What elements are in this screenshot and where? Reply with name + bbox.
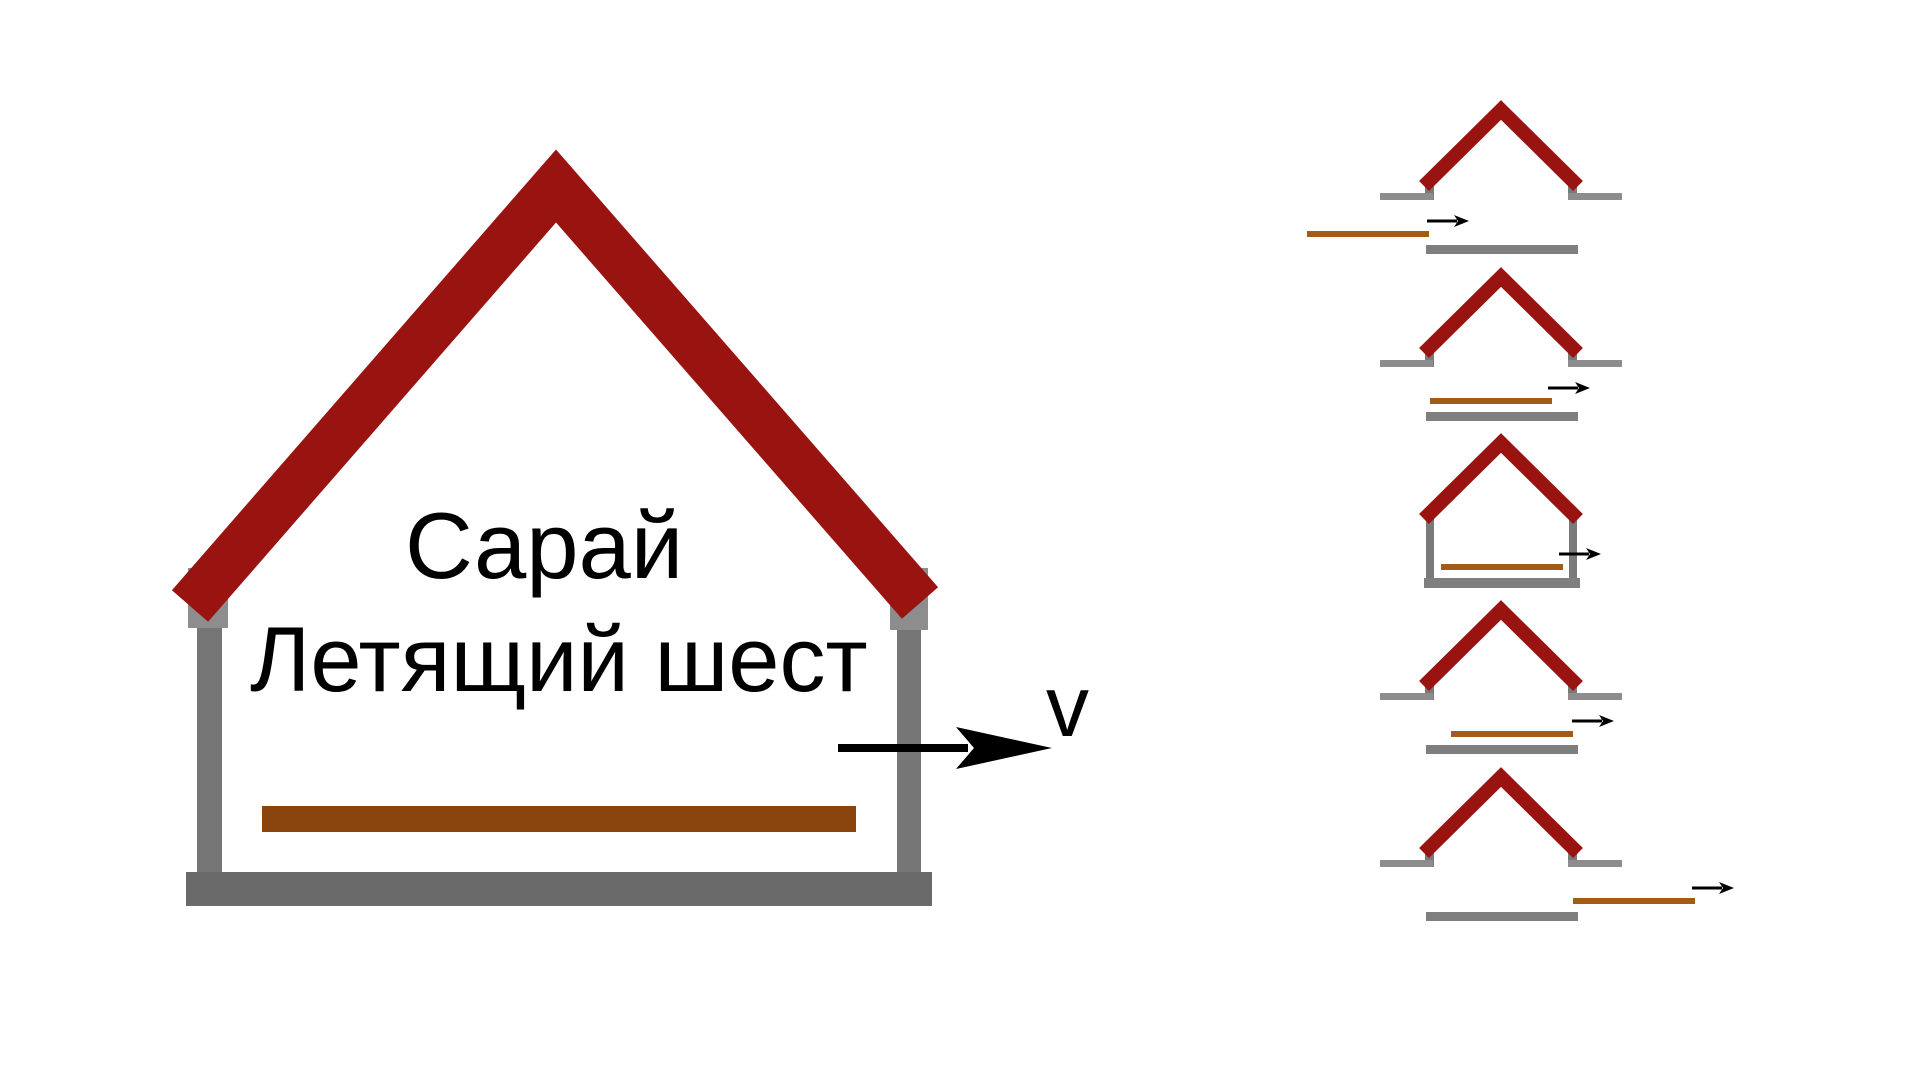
small-barn-right-wall-stub (1568, 852, 1577, 867)
small-arrow-head (1586, 548, 1601, 560)
small-arrow-head (1719, 882, 1734, 894)
barn-roof (171, 149, 939, 622)
small-barn-left-wall-stub (1425, 185, 1434, 200)
small-barn-left-wall-stub (1425, 685, 1434, 700)
small-barn-floor (1426, 412, 1578, 421)
small-barn-left-ledge (1380, 693, 1433, 700)
small-arrow-head (1599, 715, 1614, 727)
small-arrow-head (1575, 382, 1590, 394)
small-pole (1430, 398, 1552, 404)
small-barn-right-wall-stub (1568, 685, 1577, 700)
small-barn-right-ledge (1568, 193, 1622, 200)
small-barn-left-wall-stub (1425, 852, 1434, 867)
barn-title: Сарай (405, 493, 684, 598)
small-barn-floor (1426, 912, 1578, 921)
small-barn-left-wall-stub (1425, 352, 1434, 367)
flying-pole (262, 806, 856, 832)
velocity-arrow-head (956, 727, 1052, 769)
barn-floor (186, 872, 932, 906)
small-barn-roof (1419, 267, 1583, 358)
small-barn-right-wall (1569, 519, 1577, 580)
small-barn-roof (1419, 767, 1583, 858)
small-pole (1307, 231, 1429, 237)
small-barn-left-ledge (1380, 193, 1433, 200)
small-barn-right-wall-stub (1568, 185, 1577, 200)
small-arrow-head (1454, 215, 1469, 227)
small-pole (1441, 564, 1563, 570)
small-barn-floor (1426, 245, 1578, 254)
small-barn-roof (1419, 100, 1583, 191)
small-barn-left-wall (1426, 519, 1434, 580)
small-barn-right-ledge (1568, 693, 1622, 700)
small-barn-roof (1419, 600, 1583, 691)
small-pole (1573, 898, 1695, 904)
small-barn-right-wall-stub (1568, 352, 1577, 367)
small-barn-right-ledge (1568, 360, 1622, 367)
pole-label: Летящий шест (250, 609, 868, 711)
small-barn-floor (1426, 745, 1578, 754)
small-barn-floor (1424, 578, 1580, 588)
small-barn-left-ledge (1380, 860, 1433, 867)
small-barn-roof (1419, 433, 1583, 524)
barn-left-wall (197, 628, 222, 872)
small-pole (1451, 731, 1573, 737)
small-barn-right-ledge (1568, 860, 1622, 867)
velocity-label: v (1046, 659, 1089, 755)
small-barn-left-ledge (1380, 360, 1433, 367)
